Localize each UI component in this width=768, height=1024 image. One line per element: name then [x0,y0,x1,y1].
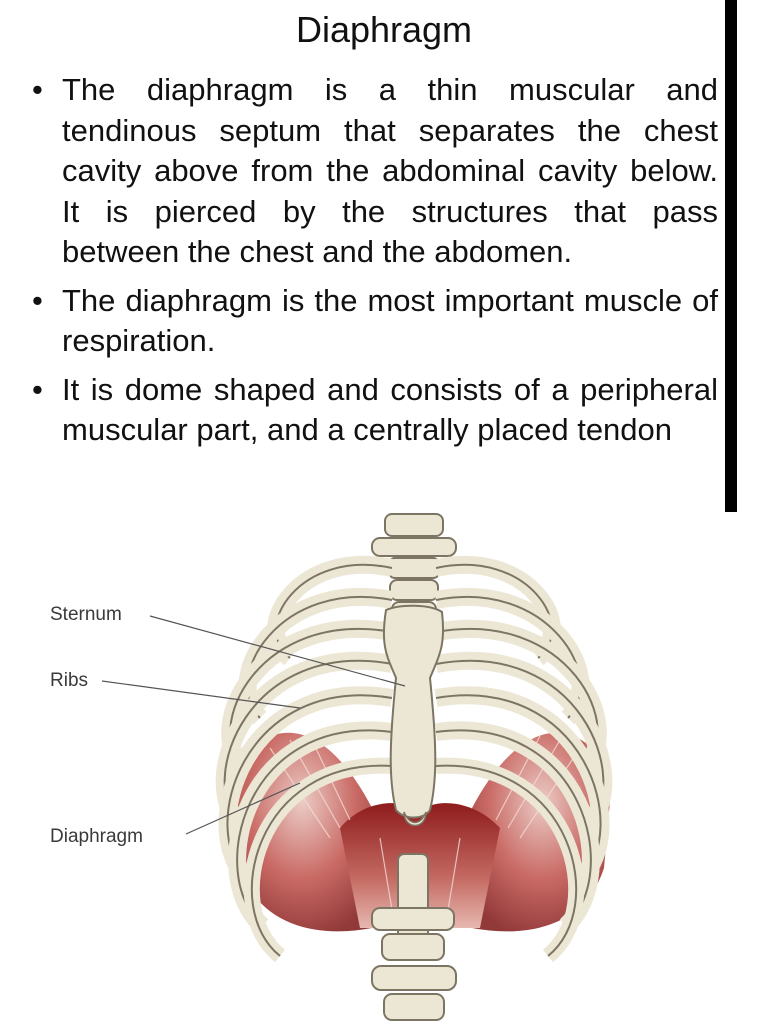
bullet-text: The diaphragm is the most important musc… [62,282,718,359]
bullet-marker: • [32,371,43,407]
spine [371,513,457,1021]
bullet-text: It is dome shaped and consists of a peri… [62,371,718,448]
bullet-item: • The diaphragm is the most important mu… [32,281,718,362]
label-diaphragm: Diaphragm [50,826,143,847]
label-ribs: Ribs [50,670,88,691]
label-sternum: Sternum [50,604,122,625]
bullet-text: The diaphragm is a thin muscular and ten… [62,72,718,269]
sternum [382,604,445,827]
bullet-list: • The diaphragm is a thin muscular and t… [32,70,718,459]
slide-edge-bar [725,0,737,512]
rib-cage-illustration: Sternum Ribs Diaphragm [0,508,768,1024]
bullet-item: • It is dome shaped and consists of a pe… [32,370,718,451]
slide-title: Diaphragm [295,9,473,50]
rib-cage-svg: Sternum Ribs Diaphragm [50,513,613,1021]
ribs-left [215,555,394,963]
ribs-right [434,555,613,963]
bullet-item: • The diaphragm is a thin muscular and t… [32,70,718,273]
bullet-marker: • [32,282,43,318]
bullet-marker: • [32,72,43,107]
label-leaders [101,615,406,835]
